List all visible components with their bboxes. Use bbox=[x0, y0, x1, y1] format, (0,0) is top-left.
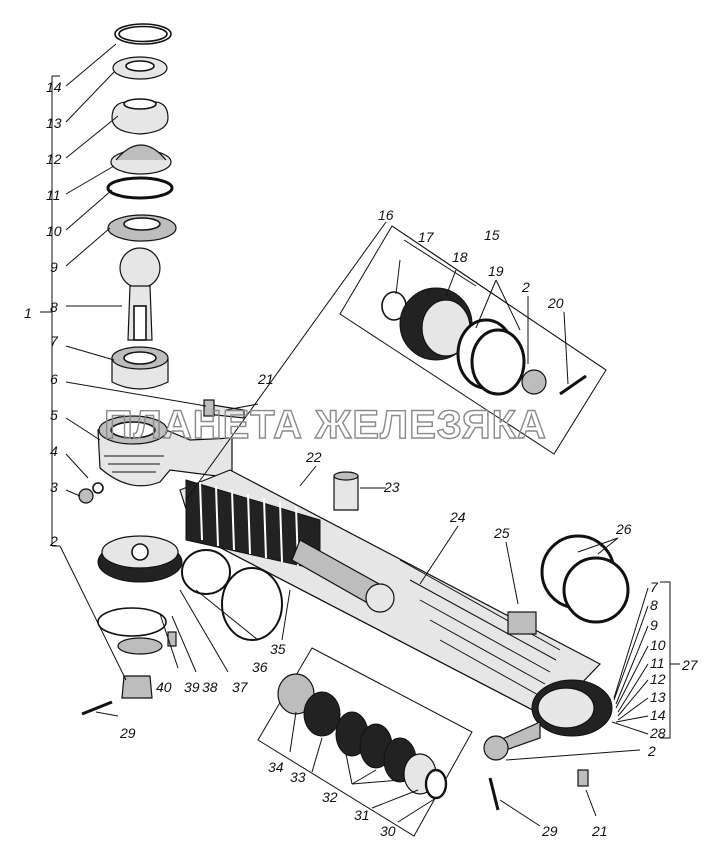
callout-38: 38 bbox=[202, 679, 218, 695]
cap-part bbox=[111, 98, 169, 135]
callout-16: 16 bbox=[378, 207, 394, 223]
callout-9-right: 9 bbox=[650, 617, 658, 633]
callout-10-left: 10 bbox=[46, 223, 62, 239]
callout-19: 19 bbox=[488, 263, 504, 279]
callout-21-bottom: 21 bbox=[591, 823, 608, 839]
piston-inset-box bbox=[339, 225, 607, 455]
o-ring-part bbox=[106, 176, 174, 200]
washer-part bbox=[107, 214, 177, 242]
callout-35: 35 bbox=[270, 641, 286, 657]
callout-3: 3 bbox=[50, 479, 58, 495]
callout-37: 37 bbox=[232, 679, 249, 695]
callout-40: 40 bbox=[156, 679, 172, 695]
rod-end-housing bbox=[78, 399, 245, 504]
callout-8-left: 8 bbox=[50, 299, 58, 315]
callout-6: 6 bbox=[50, 371, 58, 387]
cover-parts bbox=[81, 535, 183, 716]
liner-part bbox=[110, 144, 172, 175]
callout-14-right: 14 bbox=[650, 707, 666, 723]
callout-36: 36 bbox=[252, 659, 268, 675]
ball-seat-part bbox=[111, 346, 169, 390]
leader-lines bbox=[40, 43, 680, 827]
callout-33: 33 bbox=[290, 769, 306, 785]
callout-13-right: 13 bbox=[650, 689, 666, 705]
snap-ring-part bbox=[114, 23, 172, 45]
watermark-text: ПЛАНЕТА ЖЕЛЕЗЯКА bbox=[104, 403, 547, 447]
callout-12-right: 12 bbox=[650, 671, 666, 687]
callout-9-left: 9 bbox=[50, 259, 58, 275]
callout-28: 28 bbox=[649, 725, 666, 741]
callout-25: 25 bbox=[493, 525, 510, 541]
callout-13-left: 13 bbox=[46, 115, 62, 131]
callout-30: 30 bbox=[380, 823, 396, 839]
bearing-inset-box bbox=[257, 647, 473, 837]
callout-18: 18 bbox=[452, 249, 468, 265]
callout-4: 4 bbox=[50, 443, 58, 459]
bellows-part bbox=[185, 479, 321, 571]
callout-27: 27 bbox=[681, 657, 699, 673]
callout-1: 1 bbox=[24, 305, 32, 321]
cylinder-body bbox=[179, 469, 613, 753]
callout-29-right: 29 bbox=[541, 823, 558, 839]
callout-2-top: 2 bbox=[521, 279, 530, 295]
callout-2-right: 2 bbox=[647, 743, 656, 759]
callout-14-left: 14 bbox=[46, 79, 62, 95]
callout-15: 15 bbox=[484, 227, 500, 243]
tie-rod-small-parts bbox=[483, 735, 589, 811]
callout-12-left: 12 bbox=[46, 151, 62, 167]
callout-labels: 1 14 13 12 11 10 9 8 7 6 5 4 3 2 29 40 3… bbox=[24, 79, 699, 839]
callout-20: 20 bbox=[547, 295, 564, 311]
callout-31: 31 bbox=[354, 807, 370, 823]
callout-23: 23 bbox=[383, 479, 400, 495]
ball-joint-parts bbox=[106, 23, 177, 390]
callout-17: 17 bbox=[418, 229, 435, 245]
callout-24: 24 bbox=[449, 509, 466, 525]
callout-32: 32 bbox=[322, 789, 338, 805]
callout-11-right: 11 bbox=[650, 655, 665, 671]
callout-34: 34 bbox=[268, 759, 284, 775]
callout-11-left: 11 bbox=[46, 187, 61, 203]
spring-washer-part bbox=[112, 56, 168, 80]
callout-26: 26 bbox=[615, 521, 632, 537]
callout-10-right: 10 bbox=[650, 637, 666, 653]
callout-2-left: 2 bbox=[49, 533, 58, 549]
ball-pin-part bbox=[119, 247, 161, 341]
callout-39: 39 bbox=[184, 679, 200, 695]
retaining-rings bbox=[181, 534, 630, 641]
callout-7-left: 7 bbox=[50, 333, 59, 349]
callout-8-right: 8 bbox=[650, 597, 658, 613]
callout-22: 22 bbox=[305, 449, 322, 465]
callout-7-right: 7 bbox=[650, 579, 659, 595]
callout-5: 5 bbox=[50, 407, 58, 423]
callout-21-top: 21 bbox=[257, 371, 274, 387]
callout-29-left: 29 bbox=[119, 725, 136, 741]
